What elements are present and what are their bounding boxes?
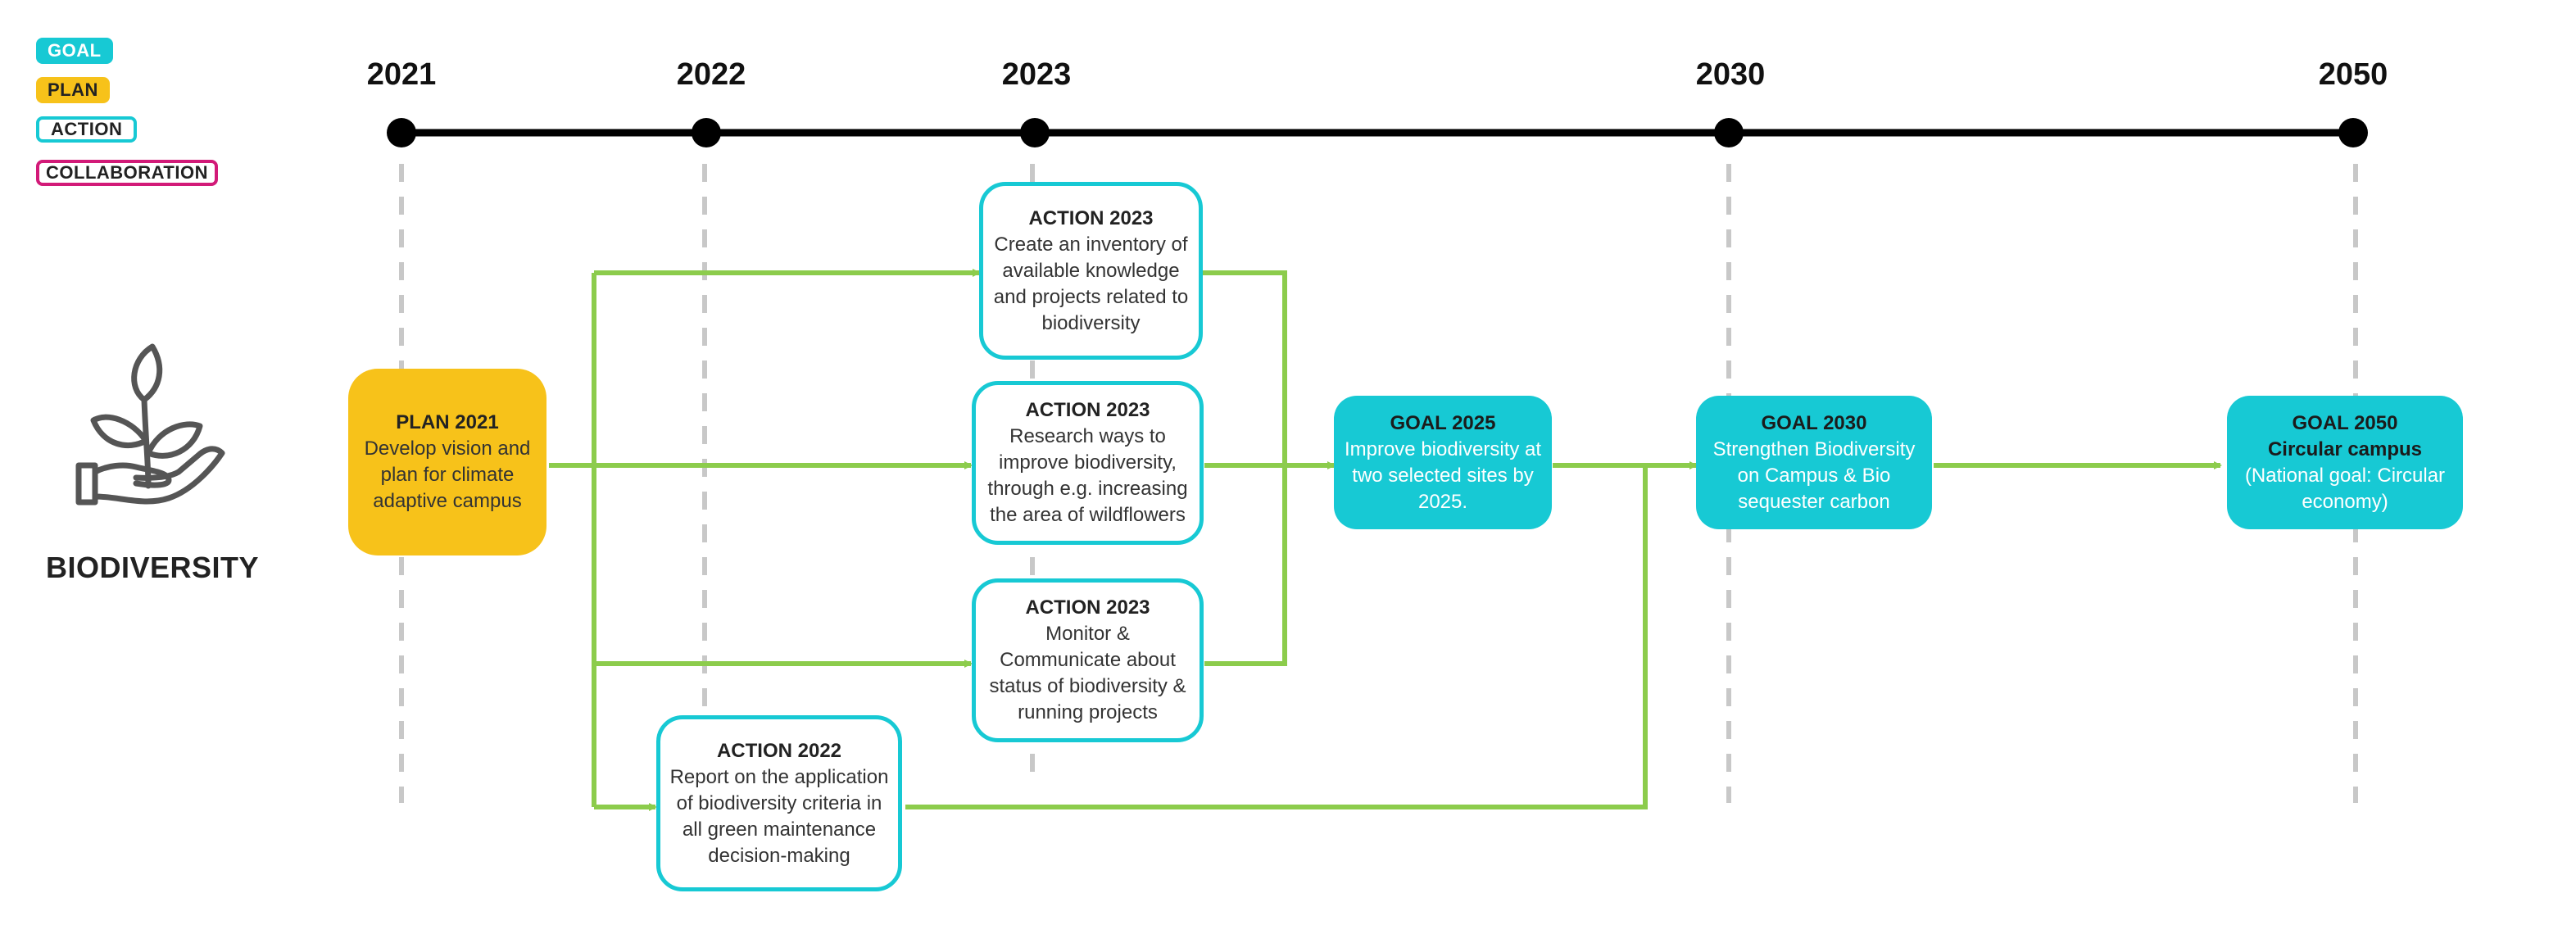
goal-2050-subtitle: Circular campus xyxy=(2267,438,2423,460)
year-label-2050: 2050 xyxy=(2318,57,2388,92)
action-2023-inventory-title: ACTION 2023 xyxy=(1028,206,1154,229)
goal-2025-title: GOAL 2025 xyxy=(1390,411,1496,434)
year-label-2022: 2022 xyxy=(676,57,746,92)
action-2023-inventory-card[interactable]: ACTION 2023 Create an inventory of avail… xyxy=(979,182,1203,360)
plant-in-hand-icon xyxy=(75,343,225,506)
action-2023-research-body: Research ways to improve biodiversity, t… xyxy=(987,425,1188,526)
goal-2050-body: (National goal: Circular economy) xyxy=(2244,464,2446,513)
goal-2030-body: Strengthen Biodiversity on Campus & Bio … xyxy=(1712,438,1916,513)
action-2023-monitor-card[interactable]: ACTION 2023 Monitor & Communicate about … xyxy=(972,578,1204,742)
action-2023-research-title: ACTION 2023 xyxy=(1025,399,1150,421)
goal-2030-card[interactable]: GOAL 2030 Strengthen Biodiversity on Cam… xyxy=(1696,396,1932,529)
goal-2050-title: GOAL 2050 xyxy=(2292,411,2398,434)
plan-2021-body: Develop vision and plan for climate adap… xyxy=(364,438,531,512)
timeline-dot-2022 xyxy=(692,118,721,147)
legend-collaboration: COLLABORATION xyxy=(36,160,218,186)
theme-title: BIODIVERSITY xyxy=(46,551,260,584)
year-label-2023: 2023 xyxy=(1001,57,1072,92)
goal-2030-title: GOAL 2030 xyxy=(1761,411,1867,434)
plan-2021-card[interactable]: PLAN 2021 Develop vision and plan for cl… xyxy=(348,369,546,555)
action-2022-card[interactable]: ACTION 2022 Report on the application of… xyxy=(656,715,902,891)
goal-2025-card[interactable]: GOAL 2025 Improve biodiversity at two se… xyxy=(1334,396,1552,529)
timeline-dot-2021 xyxy=(387,118,416,147)
action-2023-monitor-title: ACTION 2023 xyxy=(1025,596,1150,619)
legend-goal: GOAL xyxy=(36,38,113,64)
action-2022-title: ACTION 2022 xyxy=(716,739,842,762)
timeline-dot-2050 xyxy=(2338,118,2368,147)
inventory-to-merge xyxy=(1203,270,1287,666)
goal-2025-body: Improve biodiversity at two selected sit… xyxy=(1344,438,1542,513)
timeline-dot-2030 xyxy=(1714,118,1744,147)
legend-plan: PLAN xyxy=(36,77,110,103)
action-2023-inventory-body: Create an inventory of available knowled… xyxy=(993,233,1189,334)
year-label-2021: 2021 xyxy=(366,57,437,92)
goal-2050-card[interactable]: GOAL 2050 Circular campus (National goal… xyxy=(2227,396,2463,529)
year-label-2030: 2030 xyxy=(1695,57,1766,92)
action-2022-to-goal-2030 xyxy=(905,465,1648,809)
action-2023-research-card[interactable]: ACTION 2023 Research ways to improve bio… xyxy=(972,381,1204,545)
action-2022-body: Report on the application of biodiversit… xyxy=(669,765,889,867)
connector-arrows xyxy=(549,269,2222,811)
legend-action: ACTION xyxy=(36,116,138,143)
timeline-dot-2023 xyxy=(1020,118,1050,147)
action-2023-monitor-body: Monitor & Communicate about status of bi… xyxy=(989,623,1186,723)
plan-2021-title: PLAN 2021 xyxy=(396,411,499,433)
